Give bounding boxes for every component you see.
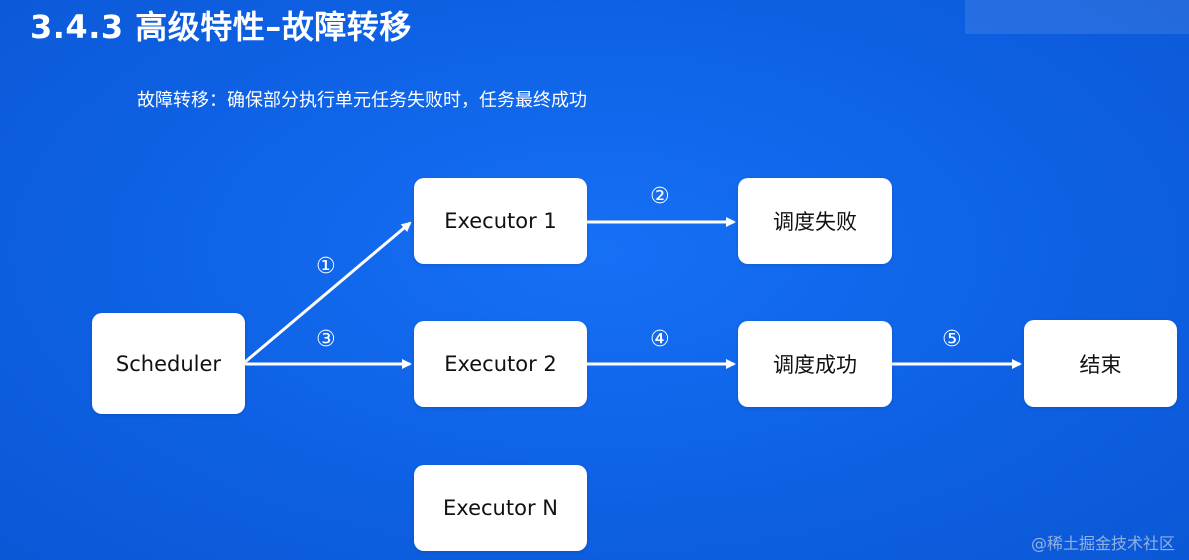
dispatch-success-node: 调度成功 [738,321,892,407]
executor-1-node: Executor 1 [414,178,587,264]
executor-n-node: Executor N [414,465,587,551]
step-1-label: ① [316,254,336,279]
end-node: 结束 [1024,320,1177,407]
executor-2-node: Executor 2 [414,321,587,407]
scheduler-node: Scheduler [92,313,245,414]
corner-overlay [965,0,1189,34]
dispatch-failed-node: 调度失败 [738,178,892,264]
page-subtitle: 故障转移：确保部分执行单元任务失败时，任务最终成功 [137,90,587,111]
step-5-label: ⑤ [942,327,962,352]
step-3-label: ③ [316,327,336,352]
step-4-label: ④ [650,327,670,352]
page-title: 3.4.3 高级特性–故障转移 [30,8,412,46]
step-2-label: ② [650,184,670,209]
watermark: @稀土掘金技术社区 [1030,534,1175,553]
